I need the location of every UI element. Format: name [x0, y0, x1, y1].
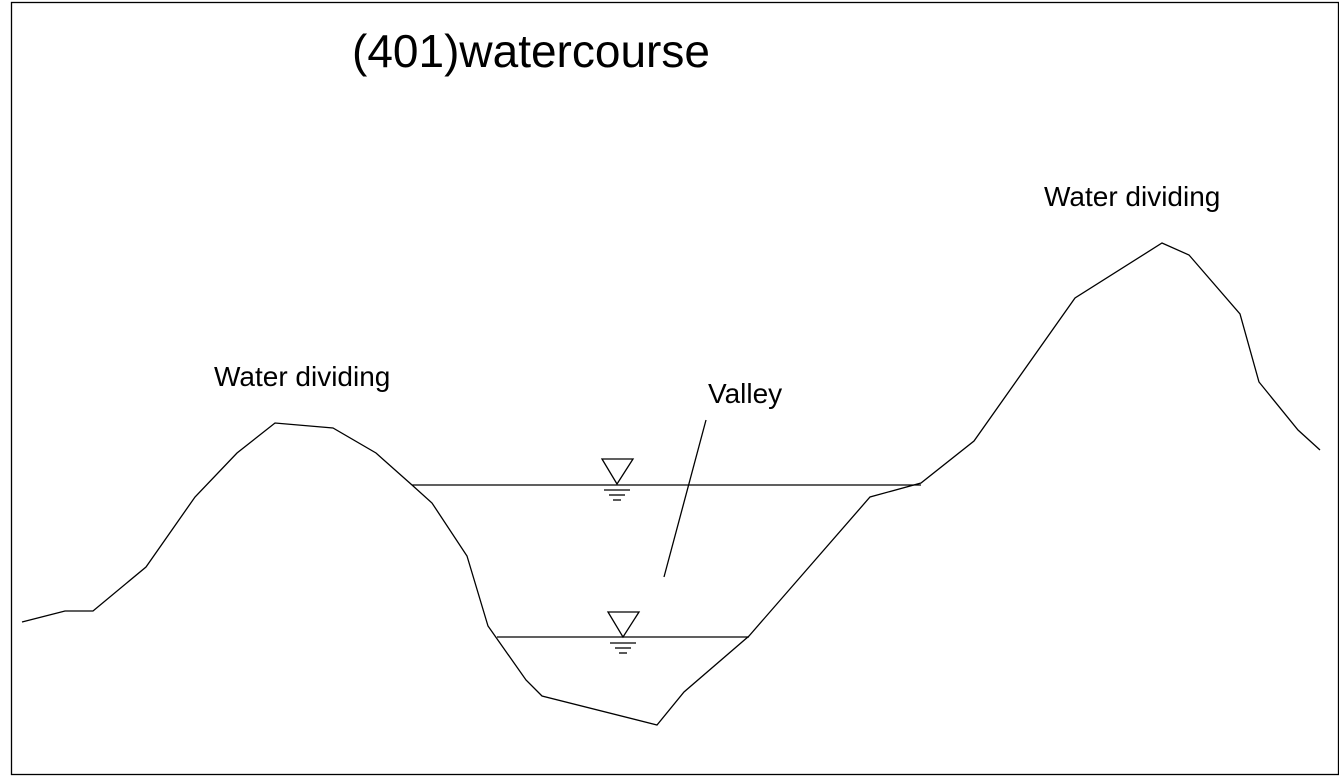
valley-leader-line: [664, 420, 706, 577]
inverted-triangle-water-level-icon: [608, 612, 639, 653]
valley-label: Valley: [708, 380, 782, 408]
diagram-title: (401)watercourse: [352, 28, 710, 74]
ridge-right-label: Water dividing: [1044, 183, 1220, 211]
diagram-frame: [12, 3, 1339, 775]
inverted-triangle-water-level-icon: [602, 459, 633, 500]
terrain-profile-line: [22, 243, 1320, 725]
ridge-left-label: Water dividing: [214, 363, 390, 391]
